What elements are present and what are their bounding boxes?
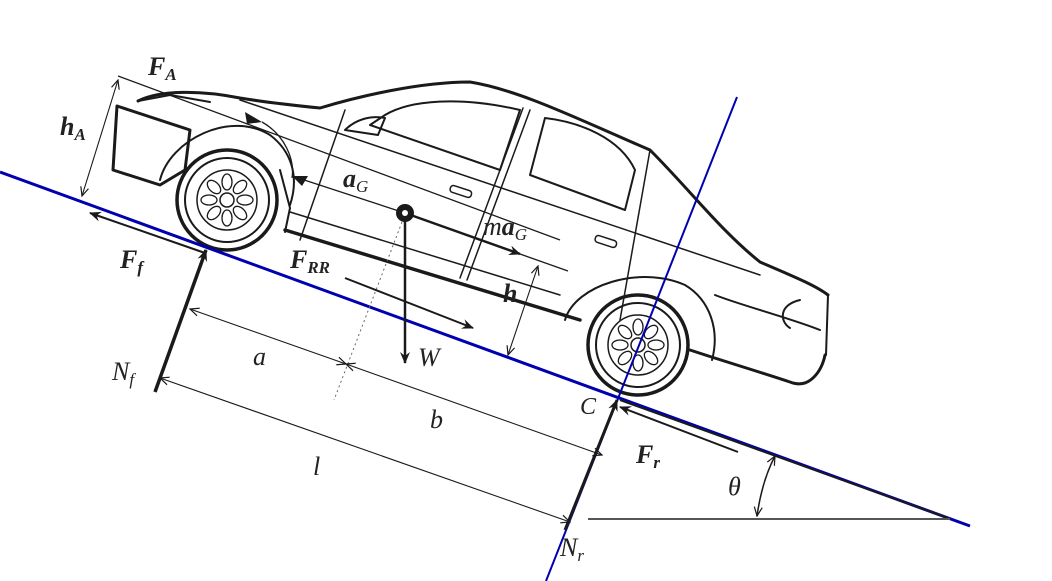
cg-reference-line bbox=[519, 253, 569, 272]
l-dimension bbox=[160, 378, 570, 522]
label-F_f: Ff bbox=[119, 245, 145, 277]
label-b: b bbox=[430, 405, 443, 434]
rear-friction-vector bbox=[619, 406, 739, 453]
hA-dimension bbox=[82, 80, 118, 196]
front-normal-force-vector bbox=[153, 249, 208, 393]
h-dimension bbox=[508, 266, 538, 355]
aero-force-arrowhead bbox=[245, 112, 262, 124]
label-N_r: Nr bbox=[559, 533, 584, 565]
label-a: a bbox=[253, 342, 266, 371]
rear-wheel bbox=[175, 148, 279, 252]
label-a_G: aG bbox=[343, 164, 368, 196]
acceleration-vector bbox=[291, 175, 406, 214]
center-of-gravity-marker bbox=[396, 204, 414, 222]
label-W: W bbox=[418, 343, 442, 372]
theta-angle-arc bbox=[757, 456, 775, 516]
label-N_f: Nf bbox=[111, 357, 136, 389]
aero-force-line bbox=[117, 75, 561, 241]
label-h_A: hA bbox=[60, 112, 86, 144]
label-h: h bbox=[503, 279, 517, 308]
car-outline bbox=[111, 80, 830, 386]
label-F_r: Fr bbox=[635, 440, 660, 472]
front-friction-vector bbox=[89, 211, 206, 254]
acceleration-arrowhead bbox=[292, 176, 308, 186]
label-theta: θ bbox=[728, 472, 741, 501]
label-C: C bbox=[580, 394, 597, 420]
road-surface-dark bbox=[619, 399, 949, 519]
label-F_RR: FRR bbox=[289, 245, 330, 277]
front-wheel bbox=[586, 293, 690, 397]
label-ma_G: maG bbox=[483, 212, 527, 244]
cg-projection-dotted bbox=[333, 221, 403, 401]
a-dimension bbox=[190, 309, 346, 364]
rolling-resistance-vector bbox=[344, 277, 474, 329]
acceleration-arc bbox=[261, 121, 294, 179]
label-l: l bbox=[313, 452, 320, 481]
label-F_A: FA bbox=[147, 52, 177, 84]
inertial-force-vector bbox=[404, 211, 521, 256]
rear-normal-force-vector bbox=[563, 399, 619, 531]
